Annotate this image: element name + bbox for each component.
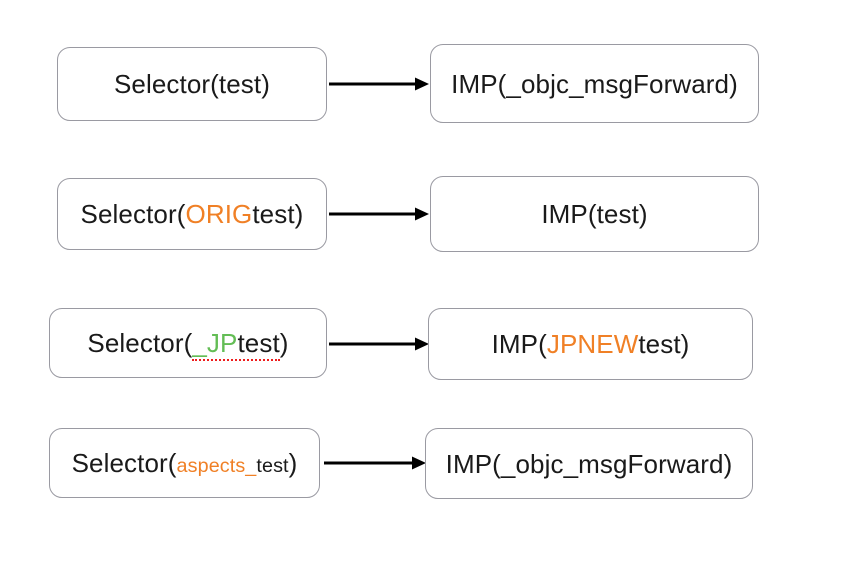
segment-text: test) [638,329,690,359]
segment-text: Selector( [71,447,177,478]
segment-highlight-jpnew: JPNEW [546,329,639,359]
imp-node-2[interactable]: IMP(test) [430,176,759,252]
imp-node-3[interactable]: IMP(JPNEWtest) [428,308,753,380]
segment-text: IMP(test) [541,199,648,229]
imp-node-3-label: IMP(JPNEWtest) [492,331,690,357]
segment-text: IMP(_objc_msgForward) [445,448,733,479]
segment-text: Selector(test) [113,69,270,99]
segment-text: ) [279,328,289,358]
segment-highlight-jp: _JP [192,328,238,358]
segment-text: ) [288,447,298,478]
imp-node-4-label: IMP(_objc_msgForward) [446,451,733,477]
imp-node-4[interactable]: IMP(_objc_msgForward) [425,428,753,499]
selector-node-4-label: Selector(aspects_test) [72,450,298,477]
arrow-1 [329,74,429,94]
selector-node-3[interactable]: Selector(_JPtest) [49,308,327,378]
arrow-3 [329,334,429,354]
segment-highlight-orig: ORIG [185,199,253,229]
imp-node-2-label: IMP(test) [541,201,647,227]
imp-node-1[interactable]: IMP(_objc_msgForward) [430,44,759,123]
segment-text: test [256,454,289,477]
segment-text: test [237,328,280,358]
selector-node-1-label: Selector(test) [114,71,270,97]
selector-node-3-label: Selector(_JPtest) [87,328,289,361]
arrow-2 [329,204,429,224]
arrow-4 [324,453,426,473]
segment-highlight-aspects: aspects_ [176,454,257,477]
spellcheck-underline: _JPtest [192,328,280,361]
segment-text: Selector( [80,199,186,229]
selector-node-2-label: Selector(ORIGtest) [81,201,304,227]
segment-text: IMP( [491,329,547,359]
selector-node-1[interactable]: Selector(test) [57,47,327,121]
segment-text: Selector( [87,328,193,358]
segment-text: test) [252,199,304,229]
imp-node-1-label: IMP(_objc_msgForward) [451,71,738,97]
segment-text: IMP(_objc_msgForward) [451,68,738,99]
selector-node-2[interactable]: Selector(ORIGtest) [57,178,327,250]
selector-node-4[interactable]: Selector(aspects_test) [49,428,320,498]
